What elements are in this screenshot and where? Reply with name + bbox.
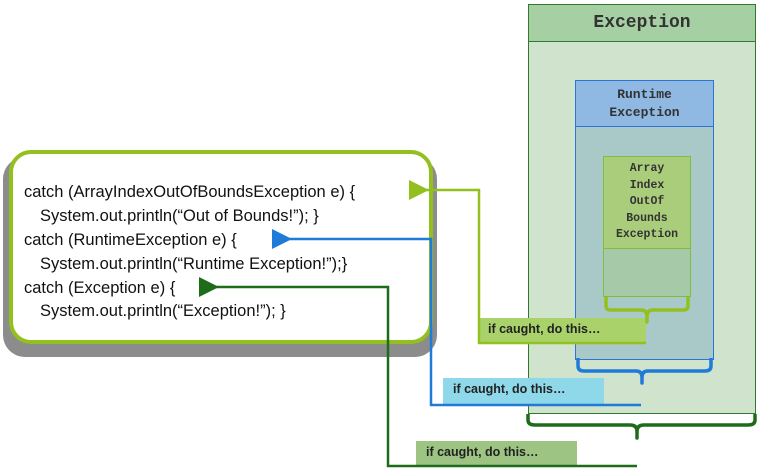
- code-line-print-aioobe: System.out.println(“Out of Bounds!”); }: [40, 207, 319, 225]
- label-runtime-action: if caught, do this…: [443, 378, 604, 405]
- brace-aioobe: [604, 297, 690, 324]
- runtime-exception-title: Runtime Exception: [576, 81, 713, 127]
- code-line-catch-exception: catch (Exception e) {: [24, 279, 176, 297]
- runtime-title-line-2: Exception: [609, 105, 680, 120]
- aioobe-title-line-4: Bounds: [626, 211, 668, 225]
- connector-exception: [199, 277, 637, 468]
- brace-exception: [526, 414, 757, 440]
- exception-title: Exception: [529, 5, 755, 42]
- code-line-catch-runtime: catch (RuntimeException e) {: [24, 231, 237, 249]
- runtime-title-line-1: Runtime: [617, 87, 672, 102]
- aioobe-title-line-3: OutOf: [629, 195, 665, 208]
- code-line-print-exception: System.out.println(“Exception!”); }: [40, 302, 286, 320]
- aioobe-title-line-1: Array: [629, 162, 665, 175]
- aioobe-box: Array Index OutOf Bounds Exception: [603, 156, 691, 297]
- aioobe-title: Array Index OutOf Bounds Exception: [604, 157, 690, 249]
- brace-runtime: [576, 358, 713, 385]
- connector-aioobe: [409, 180, 646, 345]
- aioobe-title-line-2: Index: [629, 178, 665, 192]
- code-box: [9, 150, 433, 344]
- label-exception-action: if caught, do this…: [416, 441, 577, 467]
- connector-runtime: [272, 229, 641, 407]
- aioobe-title-line-5: Exception: [615, 228, 679, 241]
- code-line-print-runtime: System.out.println(“Runtime Exception!”)…: [40, 255, 348, 273]
- label-aioobe-action: if caught, do this…: [478, 318, 646, 343]
- code-line-catch-aioobe: catch (ArrayIndexOutOfBoundsException e)…: [24, 183, 356, 201]
